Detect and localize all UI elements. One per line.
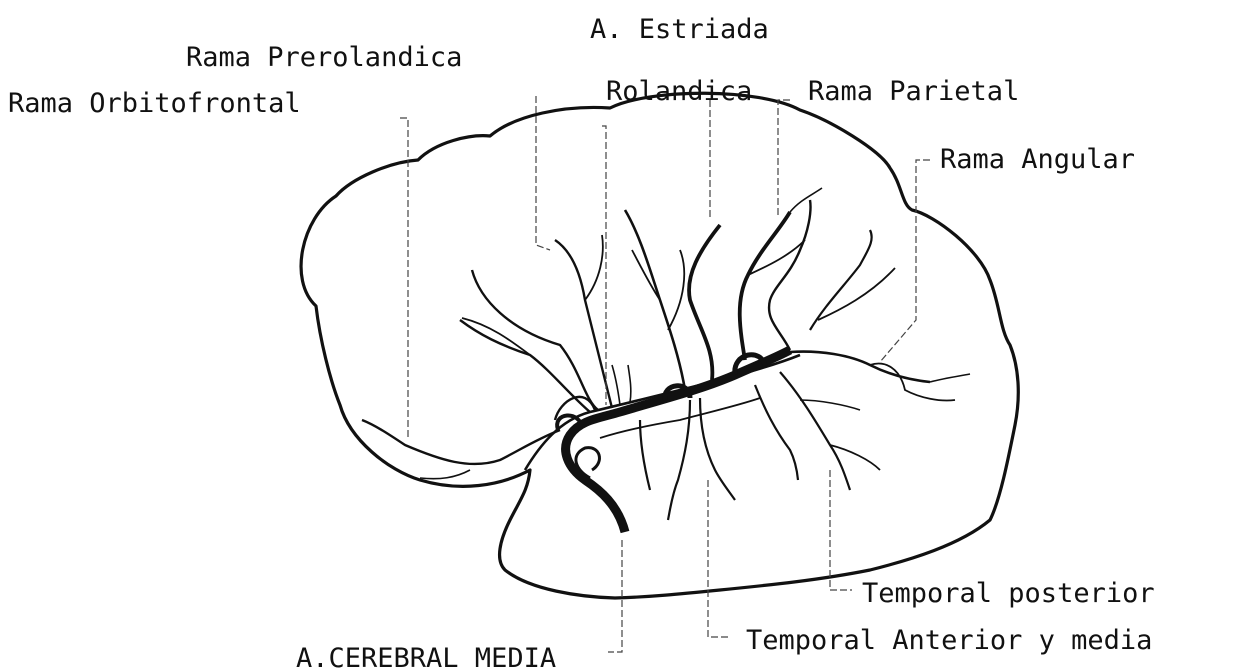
- brain-outline: [301, 93, 1018, 598]
- branch-estriada: [689, 225, 720, 380]
- leader-angular: [880, 160, 930, 362]
- label-parietal: Rama Parietal: [808, 76, 1019, 107]
- branch-angular-twig: [870, 364, 955, 401]
- branch-parietal-twig-2: [790, 188, 822, 212]
- branch-rolandica-twig-2: [668, 250, 684, 330]
- branch-temporal-media-2: [755, 385, 798, 480]
- branch-temporal-posterior-twig-2: [800, 400, 860, 410]
- label-prerolandica: Rama Prerolandica: [186, 42, 462, 73]
- branch-temporal-posterior: [780, 372, 850, 490]
- leader-prerolandica: [536, 96, 550, 250]
- branch-prerolandica: [555, 240, 612, 408]
- branch-rolandica: [625, 210, 685, 390]
- branch-orbitofrontal-lower: [362, 420, 560, 464]
- label-temporal-posterior: Temporal posterior: [862, 578, 1155, 609]
- leader-orbitofrontal: [400, 118, 408, 440]
- branch-insula-twig-1: [612, 365, 620, 405]
- branch-insula-twig-2: [628, 365, 631, 402]
- branch-posterior-parietal-twig-2: [818, 268, 895, 320]
- branch-temporal-anterior-1: [640, 420, 650, 490]
- middle-cerebral-artery-trunk: [566, 350, 790, 532]
- branch-posterior-parietal: [769, 200, 811, 350]
- leader-temporal-anterior: [708, 480, 730, 637]
- leader-rolandica: [602, 126, 606, 405]
- label-angular: Rama Angular: [940, 144, 1135, 175]
- branch-angular: [790, 352, 930, 382]
- label-temporal-anterior-media: Temporal Anterior y media: [746, 625, 1152, 656]
- label-rolandica: Rolandica: [606, 76, 752, 107]
- leader-cerebral-media: [608, 540, 622, 652]
- branch-orbitofrontal-upper-twig: [462, 318, 530, 355]
- branch-prerolandica-twig: [585, 235, 603, 300]
- branch-posterior-parietal-twig: [810, 230, 872, 330]
- leader-lines: [400, 96, 930, 652]
- branch-angular-twig-2: [930, 374, 970, 382]
- label-orbitofrontal: Rama Orbitofrontal: [8, 88, 301, 119]
- branch-orbitofrontal-twig: [420, 470, 470, 479]
- label-estriada: A. Estriada: [590, 14, 769, 45]
- label-cerebral-media: A.CEREBRAL MEDIA: [296, 643, 556, 671]
- leader-parietal: [778, 100, 790, 218]
